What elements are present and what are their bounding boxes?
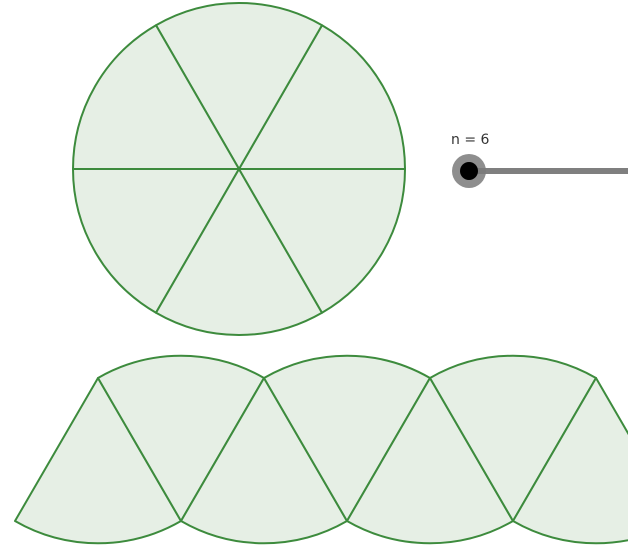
circle-sector [155,2,323,170]
rearranged-sectors [14,354,628,545]
slider-knob[interactable] [460,162,478,180]
circle-sector [155,168,323,336]
rearranged-sector [97,354,265,522]
circle-sector [72,168,240,314]
sectored-circle [72,2,406,336]
rearranged-sector [263,354,431,522]
circle-sector [238,24,406,170]
rearranged-sector-edge [14,377,182,545]
n-slider[interactable]: n = 6 [451,132,628,188]
slider-label: n = 6 [451,132,490,148]
circle-sector [72,24,240,170]
rearranged-sector [512,377,628,545]
circle-sector [238,168,406,314]
rearranged-sector [346,377,514,545]
rearranged-sector [180,377,348,545]
rearranged-sector [429,354,597,522]
